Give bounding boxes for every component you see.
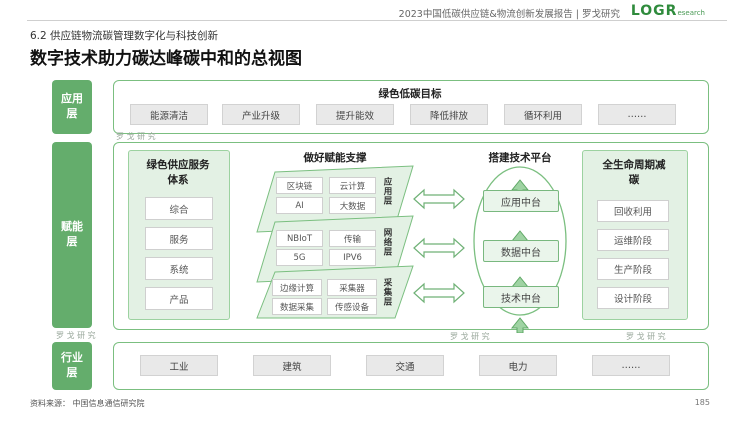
- platform-outline: [473, 166, 567, 316]
- industry-item: 建筑: [253, 355, 331, 376]
- platform-item: 技术中台: [483, 286, 559, 308]
- lifecycle-title-line1: 全生命周期减: [602, 159, 666, 171]
- goal-item: 循环利用: [504, 104, 582, 125]
- lifecycle-item: 运维阶段: [597, 229, 669, 251]
- logo-subtext: esearch: [677, 9, 705, 17]
- goal-item: 能源清洁: [130, 104, 208, 125]
- service-item: 系统: [145, 257, 213, 280]
- green-service-title: 绿色供应服务 体系: [128, 158, 228, 187]
- support-item: 区块链: [276, 177, 323, 194]
- application-layer-label: 应用层: [52, 80, 92, 134]
- enabling-support-title: 做好赋能支撑: [303, 152, 367, 164]
- watermark: 罗 戈 研 究: [626, 332, 666, 341]
- logo: LOGResearch: [631, 3, 705, 19]
- support-item: 传感设备: [327, 298, 377, 315]
- support-item: 边缘计算: [272, 279, 322, 296]
- watermark: 罗 戈 研 究: [56, 331, 96, 340]
- section-label: 6.2 供应链物流碳管理数字化与科技创新: [30, 30, 219, 42]
- support-item: AI: [276, 197, 323, 214]
- industry-layer-label-bottom: 层: [66, 366, 78, 379]
- support-item: 数据采集: [272, 298, 322, 315]
- industry-item: 交通: [366, 355, 444, 376]
- service-item: 服务: [145, 227, 213, 250]
- watermark: 罗 戈 研 究: [450, 332, 490, 341]
- double-arrow-icon: [413, 282, 465, 304]
- double-arrow-icon: [413, 237, 465, 259]
- report-header-title: 2023中国低碳供应链&物流创新发展报告 | 罗戈研究: [398, 9, 620, 20]
- support-item: NBIoT: [276, 230, 323, 247]
- lifecycle-item: 设计阶段: [597, 287, 669, 309]
- source-note: 资料来源： 中国信息通信研究院: [30, 399, 145, 408]
- green-goal-title: 绿色低碳目标: [378, 88, 442, 100]
- goal-item: ……: [598, 104, 676, 125]
- green-service-title-line1: 绿色供应服务: [146, 159, 210, 171]
- enabling-layer-label: 赋能层: [52, 142, 92, 328]
- lifecycle-title: 全生命周期减 碳: [582, 158, 686, 187]
- logo-text: LOGR: [630, 3, 678, 19]
- lifecycle-title-line2: 碳: [628, 173, 640, 186]
- watermark: 罗 戈 研 究: [116, 132, 156, 141]
- tech-platform-title: 搭建技术平台: [488, 152, 552, 164]
- enabling-layer-label-bottom: 层: [66, 235, 78, 248]
- band-label: 应用层: [382, 177, 392, 206]
- goal-item: 降低排放: [410, 104, 488, 125]
- up-arrow-icon: [510, 317, 530, 333]
- lifecycle-item: 生产阶段: [597, 258, 669, 280]
- page-number: 185: [694, 398, 710, 407]
- support-item: 大数据: [329, 197, 376, 214]
- platform-item: 数据中台: [483, 240, 559, 262]
- application-layer-label-bottom: 层: [66, 107, 78, 120]
- goal-item: 提升能效: [316, 104, 394, 125]
- industry-layer-label-top: 行业: [61, 351, 83, 365]
- platform-item: 应用中台: [483, 190, 559, 212]
- industry-layer-label: 行业层: [52, 342, 92, 390]
- lifecycle-item: 回收利用: [597, 200, 669, 222]
- band-label: 网络层: [382, 228, 392, 257]
- industry-item: 工业: [140, 355, 218, 376]
- support-item: 5G: [276, 249, 323, 266]
- support-item: 采集器: [327, 279, 377, 296]
- goal-item: 产业升级: [222, 104, 300, 125]
- double-arrows: [413, 188, 465, 304]
- service-item: 综合: [145, 197, 213, 220]
- industry-item: ……: [592, 355, 670, 376]
- application-layer-label-top: 应用: [61, 92, 83, 106]
- service-item: 产品: [145, 287, 213, 310]
- industry-item: 电力: [479, 355, 557, 376]
- double-arrow-icon: [413, 188, 465, 210]
- enabling-layer-label-top: 赋能: [61, 220, 83, 234]
- green-service-title-line2: 体系: [167, 173, 189, 186]
- support-item: IPV6: [329, 249, 376, 266]
- support-item: 传输: [329, 230, 376, 247]
- support-item: 云计算: [329, 177, 376, 194]
- page-title: 数字技术助力碳达峰碳中和的总视图: [30, 49, 302, 69]
- band-label: 采集层: [382, 278, 392, 307]
- header-divider: [27, 20, 727, 21]
